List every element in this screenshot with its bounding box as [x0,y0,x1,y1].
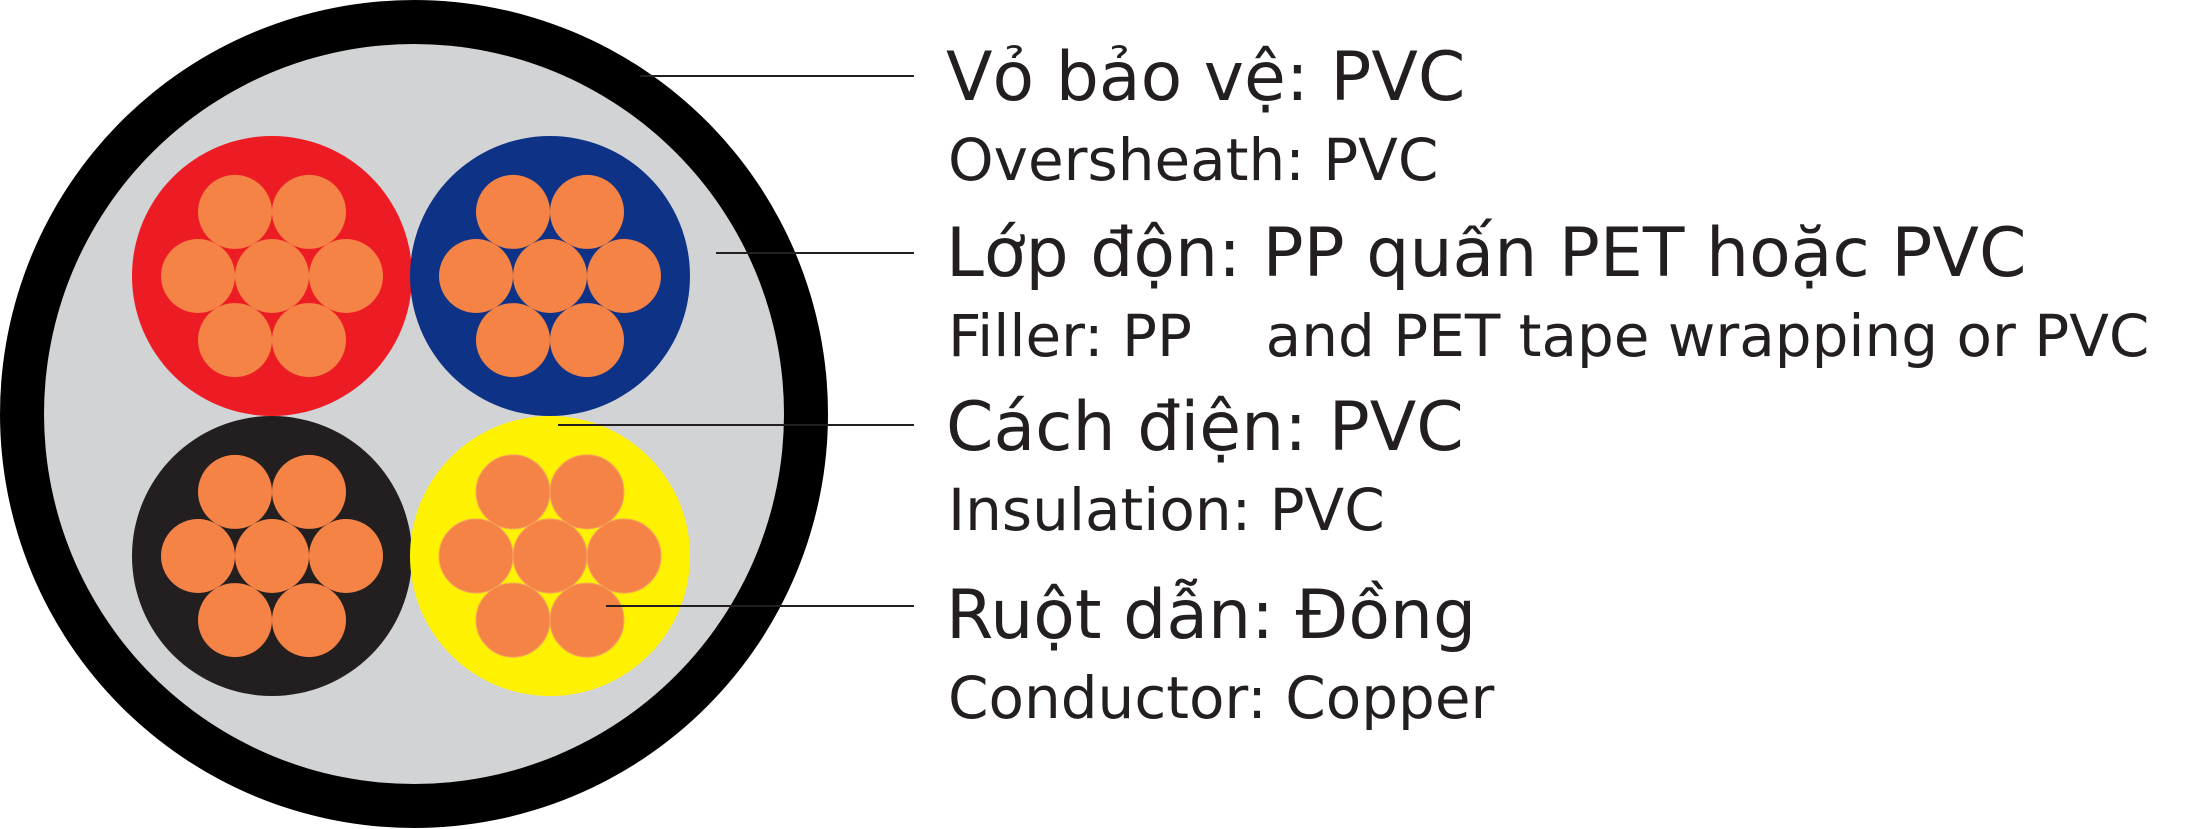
oversheath-label-vi: Vỏ bảo vệ: PVC [946,38,1465,117]
conductor-strand [438,518,514,594]
conductor-strand [587,239,661,313]
conductor-strand [272,303,346,378]
conductor-strand [235,519,309,593]
filler-label-en: Filler: PP and PET tape wrapping or PVC [948,302,2149,370]
conductor-strand [198,174,272,249]
conductor-strand [513,239,587,313]
cores-group [132,136,690,696]
insulation-label-en: Insulation: PVC [948,476,1385,544]
conductor-strand [272,454,346,529]
conductor-strand [272,583,346,658]
conductor-strand [198,454,272,529]
conductor-strand [550,303,624,378]
filler-label-vi: Lớp độn: PP quấn PET hoặc PVC [946,214,2026,293]
conductor-strand [235,239,309,313]
red-core [132,136,412,416]
conductor-strand [309,239,383,313]
conductor-strand [476,303,550,378]
conductor-strand [549,582,625,658]
conductor-strand [198,303,272,378]
conductor-strand [309,519,383,593]
blue-core [410,136,690,416]
conductor-strand [439,239,513,313]
conductor-strand [161,519,235,593]
conductor-strand [512,518,588,594]
conductor-strand [475,582,551,658]
black-core [132,416,412,696]
conductor-strand [586,518,662,594]
insulation-label-vi: Cách điện: PVC [946,388,1464,467]
yellow-core [410,416,690,696]
conductor-strand [550,174,624,249]
conductor-strand [161,239,235,313]
conductor-strand [475,454,551,530]
conductor-strand [549,454,625,530]
conductor-label-en: Conductor: Copper [948,664,1495,732]
oversheath-label-en: Oversheath: PVC [948,126,1438,194]
conductor-strand [198,583,272,658]
filler-area [44,44,784,784]
conductor-strand [272,174,346,249]
leader-lines [558,75,914,607]
conductor-label-vi: Ruột dẫn: Đồng [946,576,1476,655]
conductor-strand [476,174,550,249]
